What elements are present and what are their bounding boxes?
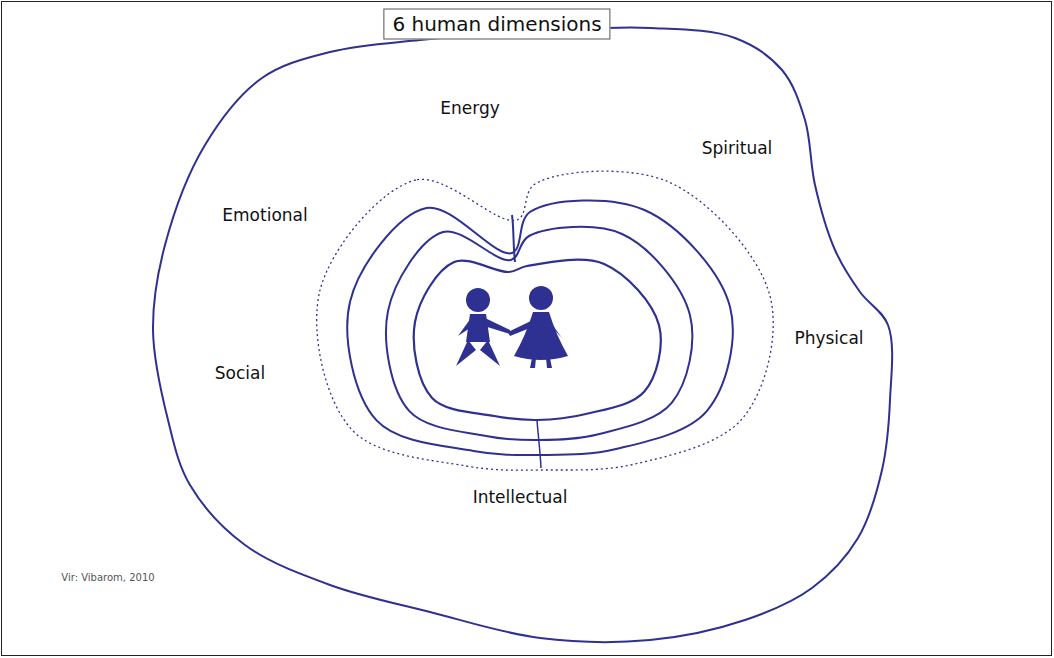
girl-dress bbox=[514, 312, 568, 360]
title-box: 6 human dimensions bbox=[383, 9, 610, 40]
boy-arm bbox=[458, 318, 473, 336]
outer-boundary bbox=[153, 28, 892, 643]
dimension-label: Energy bbox=[440, 98, 500, 118]
third-layer bbox=[347, 200, 732, 455]
dimension-label: Physical bbox=[794, 328, 863, 348]
dimension-label: Intellectual bbox=[473, 487, 568, 507]
boy-legs bbox=[456, 340, 500, 366]
dimension-label: Social bbox=[215, 363, 265, 383]
outer-dotted-layer bbox=[317, 171, 774, 470]
dimension-label: Emotional bbox=[222, 205, 307, 225]
inner-layer bbox=[414, 260, 661, 420]
joined-hands bbox=[484, 318, 510, 334]
girl-legs bbox=[530, 358, 552, 368]
boy-head bbox=[466, 288, 490, 312]
two-figures bbox=[456, 286, 568, 368]
source-credit: Vir: Vibarom, 2010 bbox=[61, 572, 154, 584]
girl-arms bbox=[508, 320, 562, 338]
girl-head bbox=[529, 286, 553, 310]
top-seam bbox=[512, 215, 515, 262]
dimension-label: Spiritual bbox=[702, 138, 773, 158]
bottom-seam bbox=[537, 420, 541, 468]
second-layer bbox=[386, 227, 692, 440]
